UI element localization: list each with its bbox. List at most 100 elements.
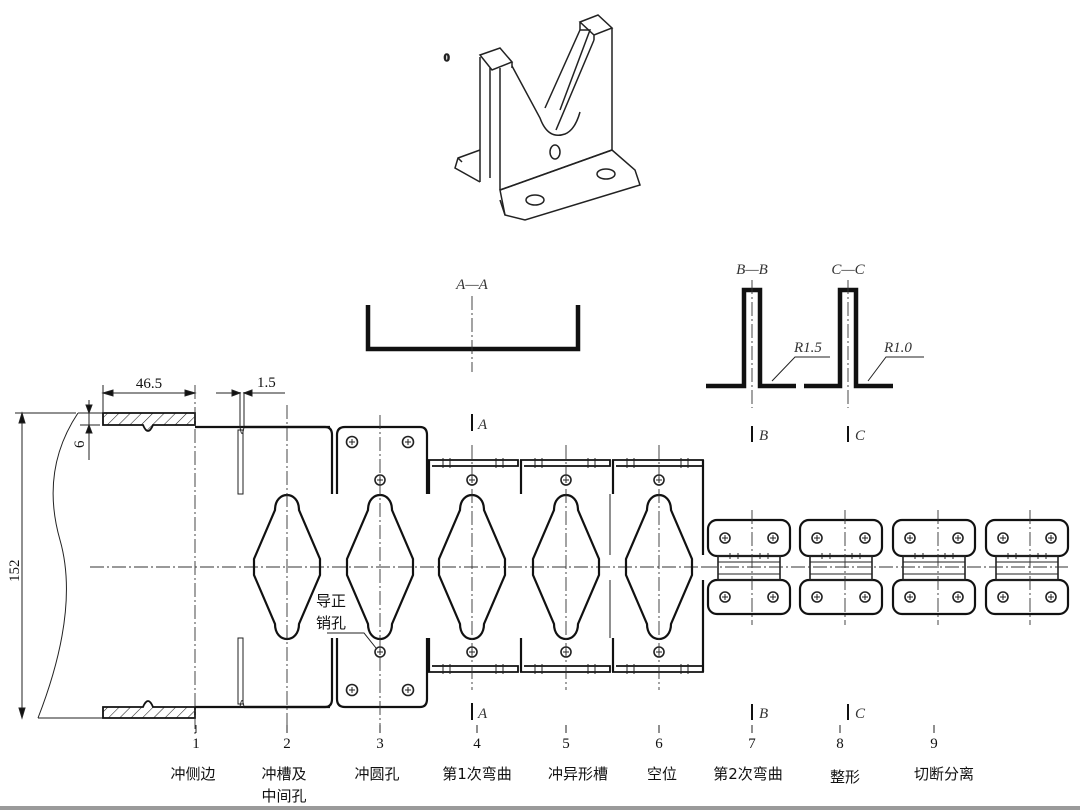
slot-top (237, 429, 244, 495)
dim-152: 152 (7, 560, 23, 583)
station-number: 8 (836, 736, 844, 752)
strip-left-end (37, 385, 710, 735)
hole-center-mark (349, 687, 355, 693)
hole-center-mark (907, 594, 913, 600)
hole-center-mark (814, 535, 820, 541)
hole (719, 532, 731, 544)
hole (952, 532, 964, 544)
station-label: 整形 (830, 768, 860, 786)
hole-center-mark (722, 535, 728, 541)
hole (767, 591, 779, 603)
hole (401, 435, 415, 449)
bottom-border (0, 806, 1080, 810)
marker-b-top: B (759, 428, 768, 444)
section-b-b: B—B R1.5 (706, 262, 830, 408)
hole (1045, 591, 1057, 603)
station-3-outline (335, 425, 429, 709)
hole-center-mark (1048, 535, 1054, 541)
flange-strip (520, 459, 611, 673)
section-a-a: A—A (365, 277, 581, 372)
hole-center-mark (1000, 594, 1006, 600)
radius-leader (867, 356, 924, 382)
leader-line (327, 632, 377, 649)
strip-stations (237, 405, 1070, 735)
hole (767, 532, 779, 544)
marker-c-top: C (855, 428, 866, 444)
hole-center-mark (722, 594, 728, 600)
station-labels: 1冲侧边2冲槽及中间孔3冲圆孔4第1次弯曲5冲异形槽6空位7第2次弯曲8整形9切… (170, 725, 974, 805)
hole (401, 683, 415, 697)
section-b-b-profile (706, 287, 796, 389)
shaped-slot (531, 493, 601, 641)
station-number: 9 (930, 736, 938, 752)
hole-center-mark (1048, 594, 1054, 600)
hole-center-mark (405, 687, 411, 693)
bend-lines (996, 561, 1058, 575)
hole (859, 532, 871, 544)
side-trim-top (102, 412, 196, 432)
marker-b-bottom: B (759, 706, 768, 722)
section-c-c: C—C R1.0 (804, 262, 924, 408)
section-markers: A A B B C C (471, 414, 866, 722)
part-mark: 0 (444, 52, 450, 64)
marker-a-bottom: A (477, 706, 488, 722)
flange-strip (428, 459, 519, 673)
station-label: 冲圆孔 (354, 765, 399, 783)
slot-notch (239, 426, 245, 708)
bent-web (809, 555, 873, 581)
marker-c-bottom: C (855, 706, 866, 722)
hole-center-mark (1000, 535, 1006, 541)
pilot-hole-label-line1: 导正 (316, 592, 346, 610)
section-c-c-profile (804, 287, 893, 389)
hatched-middle-hole (252, 493, 322, 641)
station-label: 冲异形槽 (548, 765, 608, 783)
bend-lines (903, 561, 965, 575)
station-label: 切断分离 (914, 765, 974, 783)
hole-center-mark (862, 535, 868, 541)
hole (997, 591, 1009, 603)
radius-c-label: R1.0 (883, 340, 912, 356)
section-c-c-title: C—C (831, 262, 865, 278)
bracket-isometric-view: 0 (443, 14, 641, 221)
station-number: 1 (192, 736, 200, 752)
hole-center-mark (770, 594, 776, 600)
station-number: 5 (562, 736, 570, 752)
bent-web (995, 555, 1059, 581)
shaped-slot (437, 493, 507, 641)
station-number: 4 (473, 736, 481, 752)
station-2-outline (244, 425, 334, 709)
station-number: 6 (655, 736, 663, 752)
hole (719, 591, 731, 603)
hole (904, 591, 916, 603)
slot-bottom (237, 637, 244, 705)
dim-1-5: 1.5 (257, 375, 276, 391)
hole (811, 532, 823, 544)
bend-lines (718, 561, 780, 575)
hole (997, 532, 1009, 544)
hole-center-mark (770, 535, 776, 541)
station-number: 2 (283, 736, 291, 752)
pilot-hole-label-line2: 销孔 (316, 614, 346, 632)
shaped-hole (345, 493, 415, 641)
hole (345, 683, 359, 697)
station-label: 冲槽及 (261, 765, 306, 783)
bent-web (902, 555, 966, 581)
hole-center-mark (955, 535, 961, 541)
dim-6: 6 (72, 440, 88, 448)
station-label: 冲侧边 (170, 765, 215, 783)
radius-leader (771, 356, 830, 382)
hole (904, 532, 916, 544)
hole (859, 591, 871, 603)
hole-center-mark (349, 439, 355, 445)
break-line (37, 412, 79, 719)
side-trim-bottom (102, 700, 196, 719)
station-label-line2: 中间孔 (261, 787, 306, 805)
dimensions: 46.5 1.5 6 152 (7, 375, 285, 720)
station-label: 空位 (647, 765, 677, 783)
hole-center-mark (814, 594, 820, 600)
dim-46-5: 46.5 (136, 376, 162, 392)
hole (952, 591, 964, 603)
hole-center-mark (907, 535, 913, 541)
